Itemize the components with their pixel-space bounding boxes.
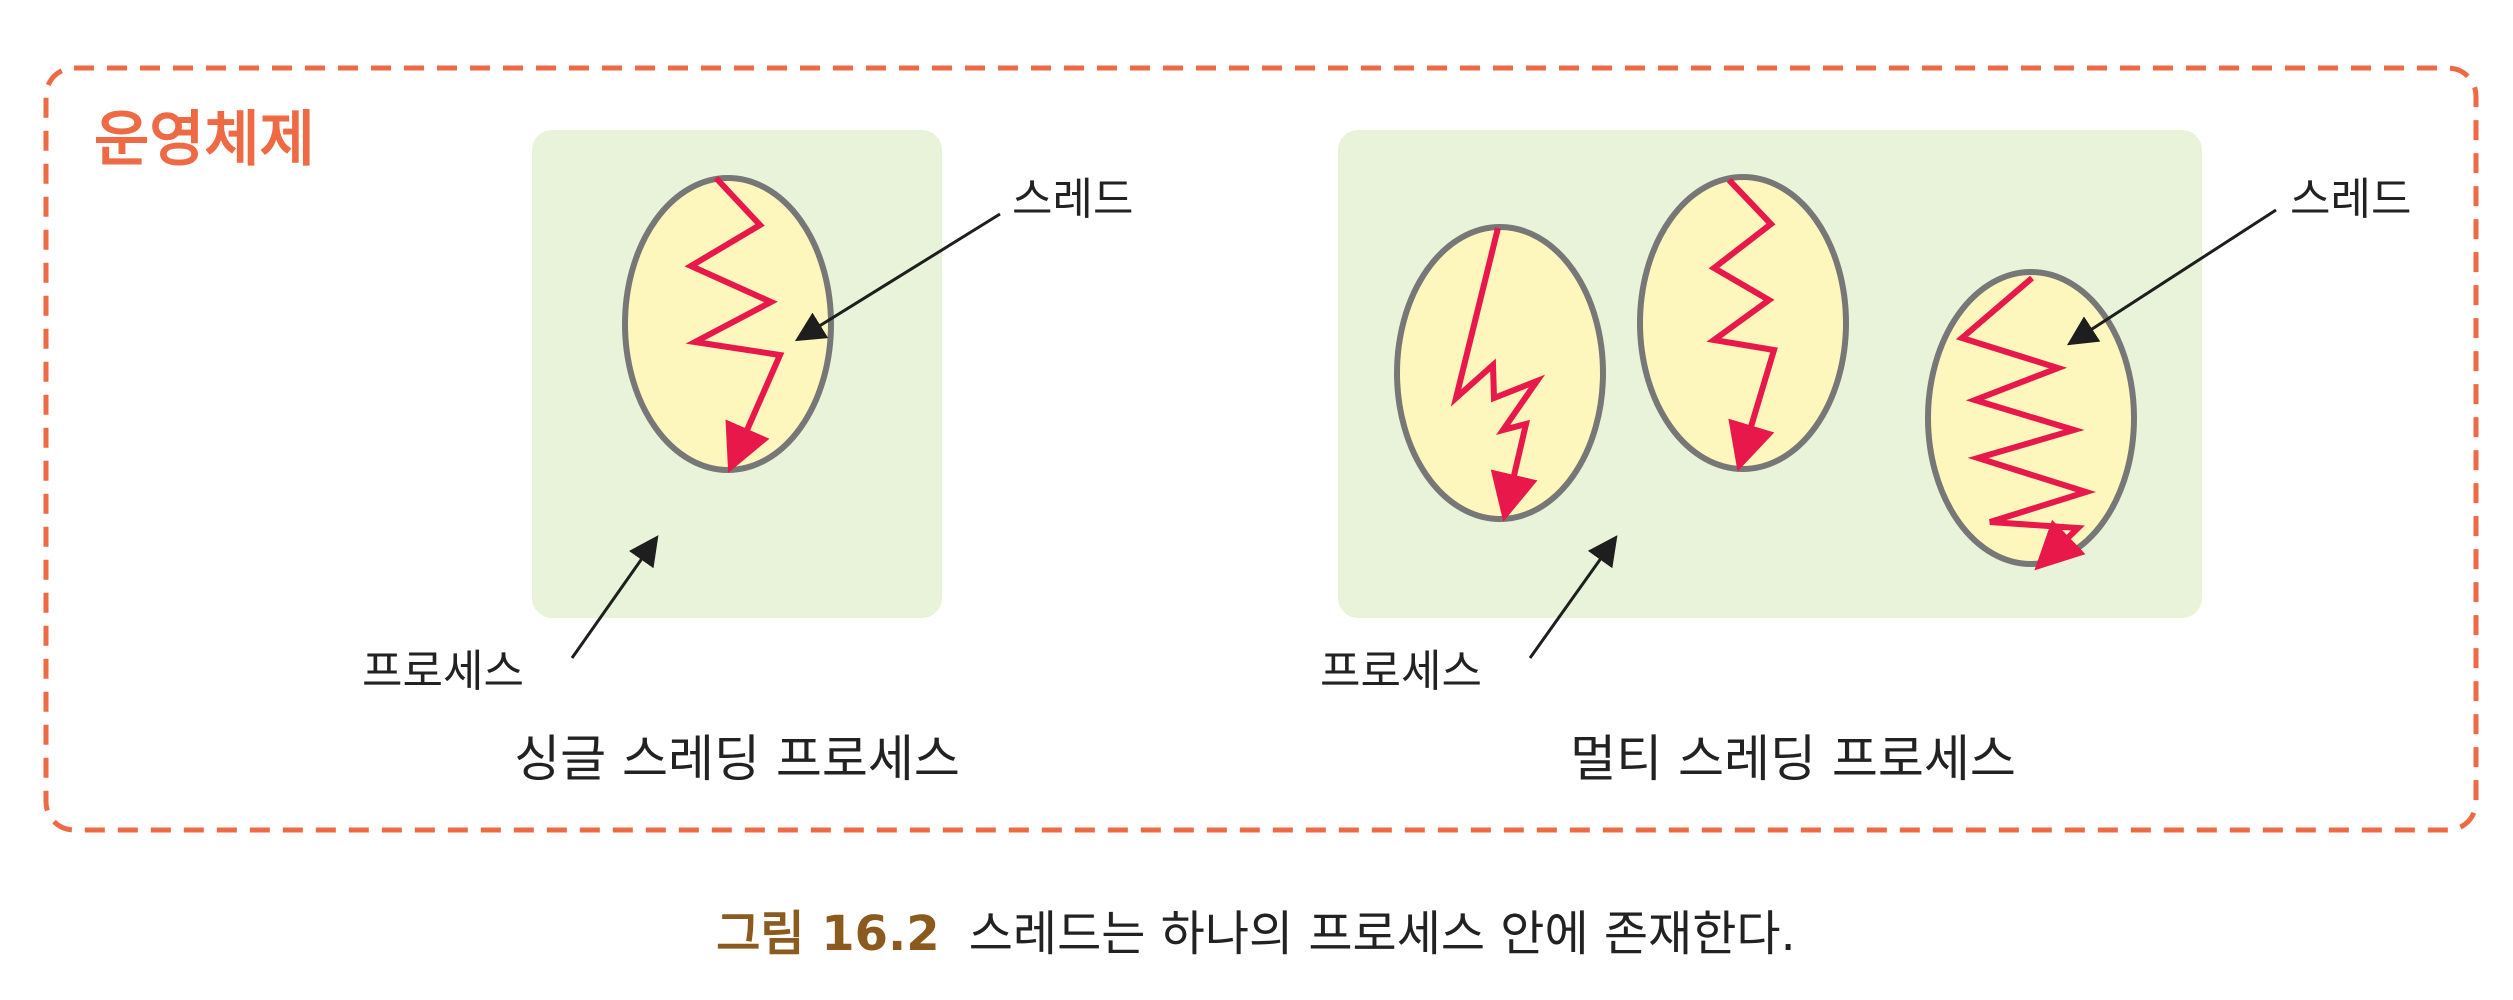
multi-thread-process [1338, 130, 2202, 618]
figure-caption: 그림 16.2 스레드는 하나의 프로세스 안에 존재한다. [716, 906, 1796, 962]
single-threading-title: 싱글 스레딩 프로세스 [514, 730, 960, 788]
single-process-label: 프로세스 [362, 646, 524, 697]
thread-zigzag-icon [1955, 275, 2097, 571]
multi-process-arrow [1528, 535, 1618, 659]
thread-zigzag-icon [1706, 177, 1778, 472]
single-thread-arrow [794, 212, 1001, 342]
thread-oval [1394, 224, 1606, 522]
multi-thread-label: 스레드 [2290, 174, 2411, 225]
multi-threading-title: 멀티 스레딩 프로세스 [1570, 730, 2016, 788]
single-thread-process [532, 130, 942, 618]
multi-thread-1 [1394, 224, 1606, 522]
multi-thread-3 [1925, 269, 2137, 571]
single-thread [622, 175, 834, 473]
caption-prefix: 그림 16.2 [716, 906, 939, 962]
multi-thread-2 [1637, 174, 1849, 472]
caption-text: 스레드는 하나의 프로세스 안에 존재한다. [969, 906, 1796, 962]
thread-zigzag-icon [1450, 227, 1546, 522]
multi-process-label: 프로세스 [1320, 646, 1482, 697]
thread-zigzag-icon [684, 175, 785, 473]
thread-oval [1637, 174, 1849, 472]
single-process-arrow [570, 535, 659, 659]
os-label: 운영체제 [94, 105, 315, 175]
single-thread-label: 스레드 [1012, 174, 1133, 225]
multi-thread-arrow [2066, 208, 2277, 346]
